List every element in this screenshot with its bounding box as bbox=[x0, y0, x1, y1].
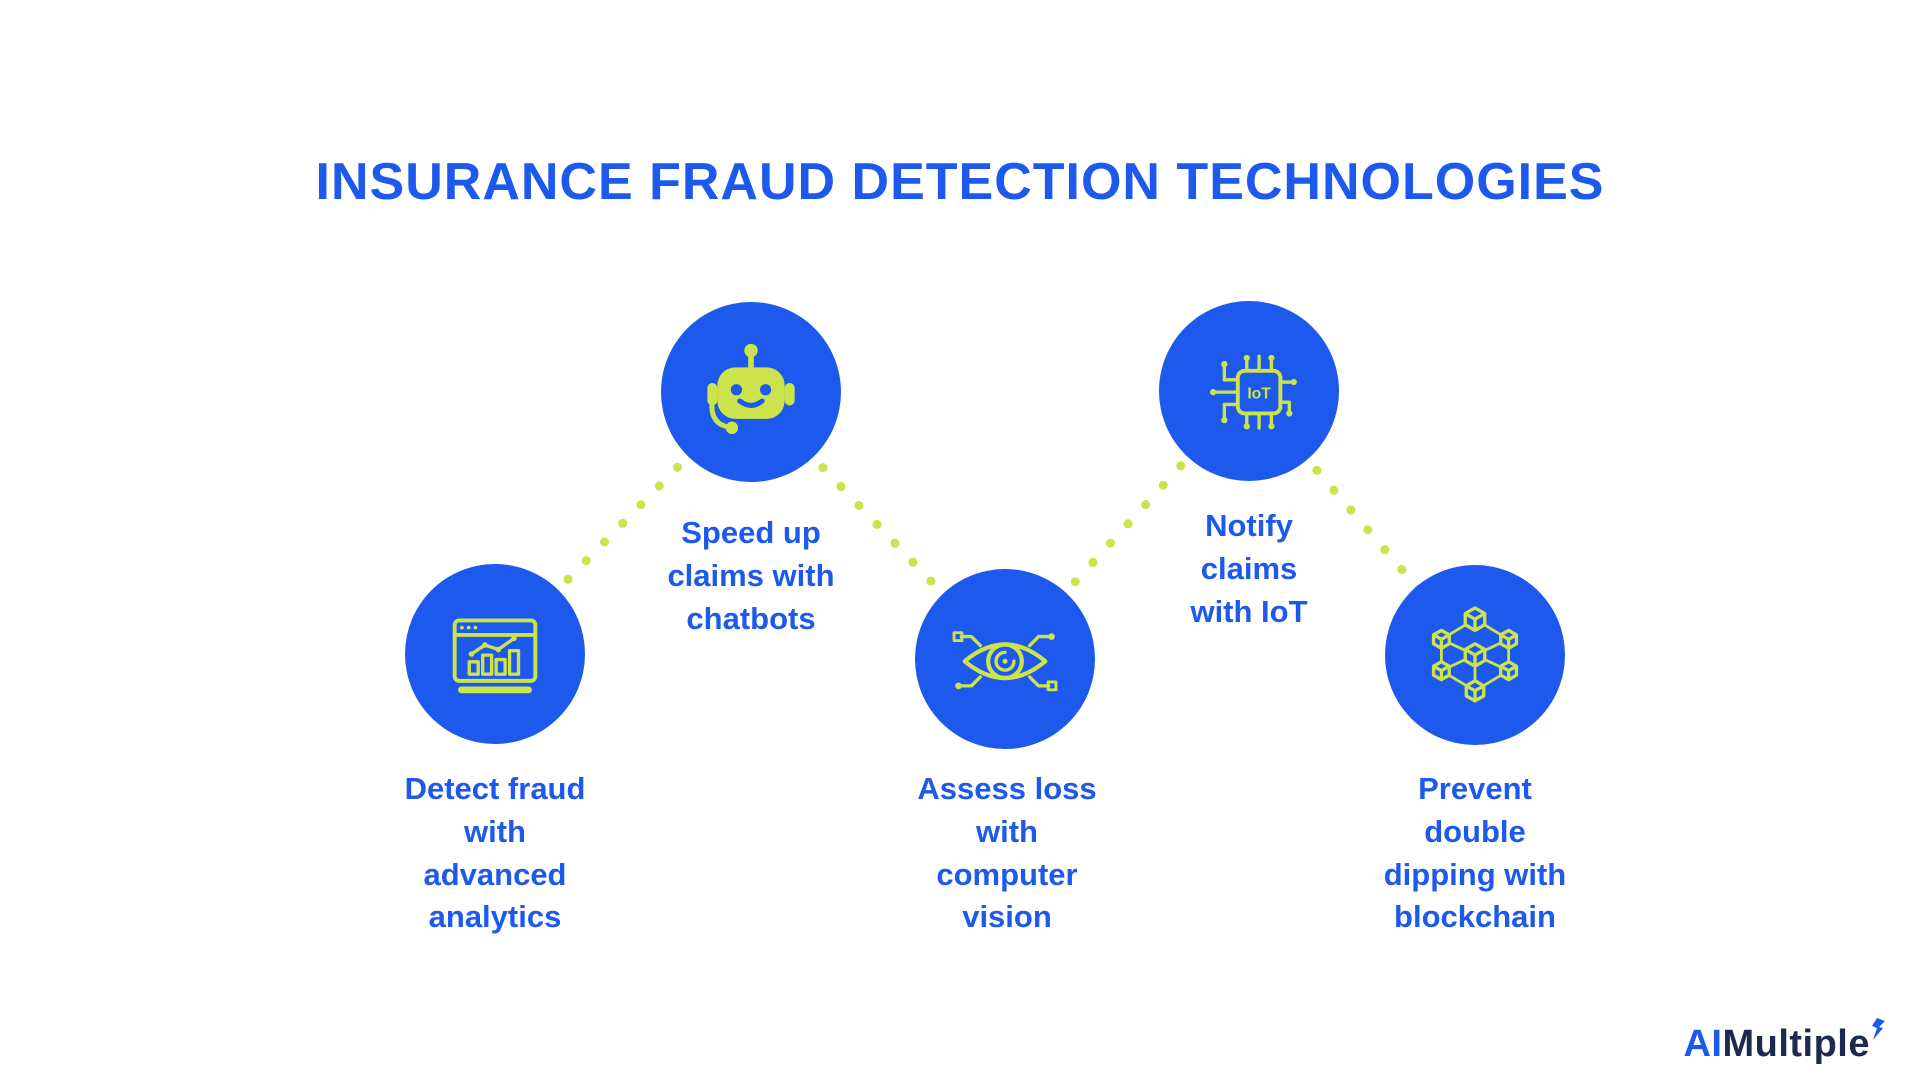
analytics-icon bbox=[452, 618, 538, 694]
logo-text-ai: AI bbox=[1683, 1023, 1723, 1065]
blockchain-circle bbox=[1385, 565, 1565, 745]
computer-vision-circle bbox=[915, 569, 1095, 749]
iot-icon: IoT bbox=[1210, 354, 1297, 430]
blockchain-label: Prevent double dipping with blockchain bbox=[1383, 771, 1567, 935]
computer-vision-label: Assess loss with computer vision bbox=[917, 771, 1097, 935]
chatbot-icon bbox=[707, 343, 795, 434]
computer-vision-icon bbox=[952, 631, 1058, 692]
iot-chip-text: IoT bbox=[1247, 385, 1271, 402]
chatbot-label: Speed up claims with chatbots bbox=[667, 515, 835, 636]
logo-bolt-icon bbox=[1872, 1018, 1885, 1040]
analytics-label: Detect fraud with advanced analytics bbox=[404, 771, 586, 935]
iot-label: Notify claims with IoT bbox=[1190, 508, 1308, 629]
blockchain-icon bbox=[1431, 606, 1519, 703]
page-title: INSURANCE FRAUD DETECTION TECHNOLOGIES bbox=[315, 153, 1605, 211]
analytics-circle bbox=[405, 564, 585, 744]
logo-text-multiple: Multiple bbox=[1722, 1023, 1870, 1065]
chatbot-circle bbox=[661, 302, 841, 482]
iot-circle: IoT bbox=[1159, 301, 1339, 481]
